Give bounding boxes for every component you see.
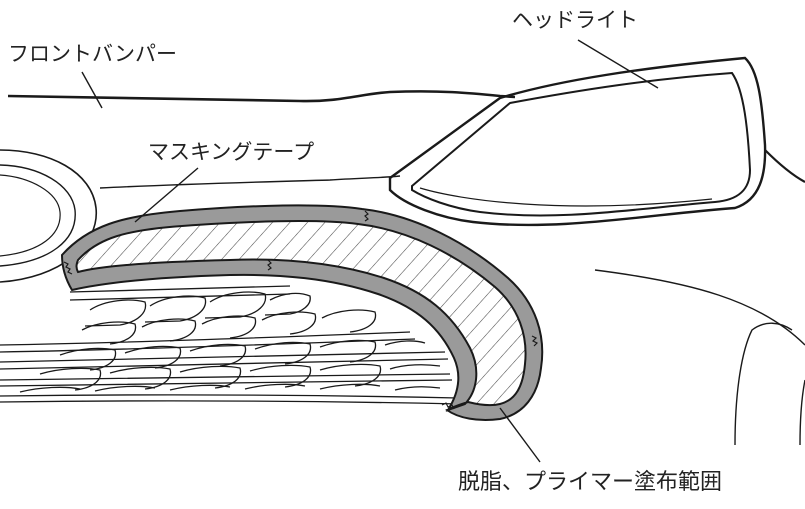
leader-lines	[81, 39, 659, 463]
headlight-inner-edge	[419, 187, 713, 207]
leader-headlight	[577, 39, 659, 89]
fender-line	[764, 149, 805, 183]
emblem-inner-ring-1	[0, 164, 76, 267]
wheel-arch-line	[734, 322, 793, 446]
bumper-crease-line	[99, 175, 401, 189]
degrease-primer-area-label: 脱脂、プライマー塗布範囲	[458, 470, 723, 495]
grille-cells	[19, 291, 441, 393]
leader-masking-tape	[134, 167, 199, 223]
leader-front-bumper	[81, 71, 103, 109]
headlight-label: ヘッドライト	[512, 8, 638, 32]
bumper-top-edge	[7, 90, 516, 103]
lower-corner-line	[799, 379, 805, 446]
grille-lines	[0, 285, 461, 405]
bumper-side-curve	[594, 269, 805, 346]
masking-tape-label: マスキングテープ	[148, 140, 315, 164]
masking-tape-band	[60, 204, 544, 421]
headlight-inner	[411, 71, 752, 217]
headlight-outer	[388, 56, 767, 227]
tape-tear-marks	[63, 210, 539, 410]
front-bumper-label: フロントバンパー	[8, 42, 178, 66]
emblem-inner-ring-2	[0, 174, 61, 257]
emblem-outer-ring	[0, 149, 97, 283]
leader-degrease-area	[499, 407, 541, 463]
